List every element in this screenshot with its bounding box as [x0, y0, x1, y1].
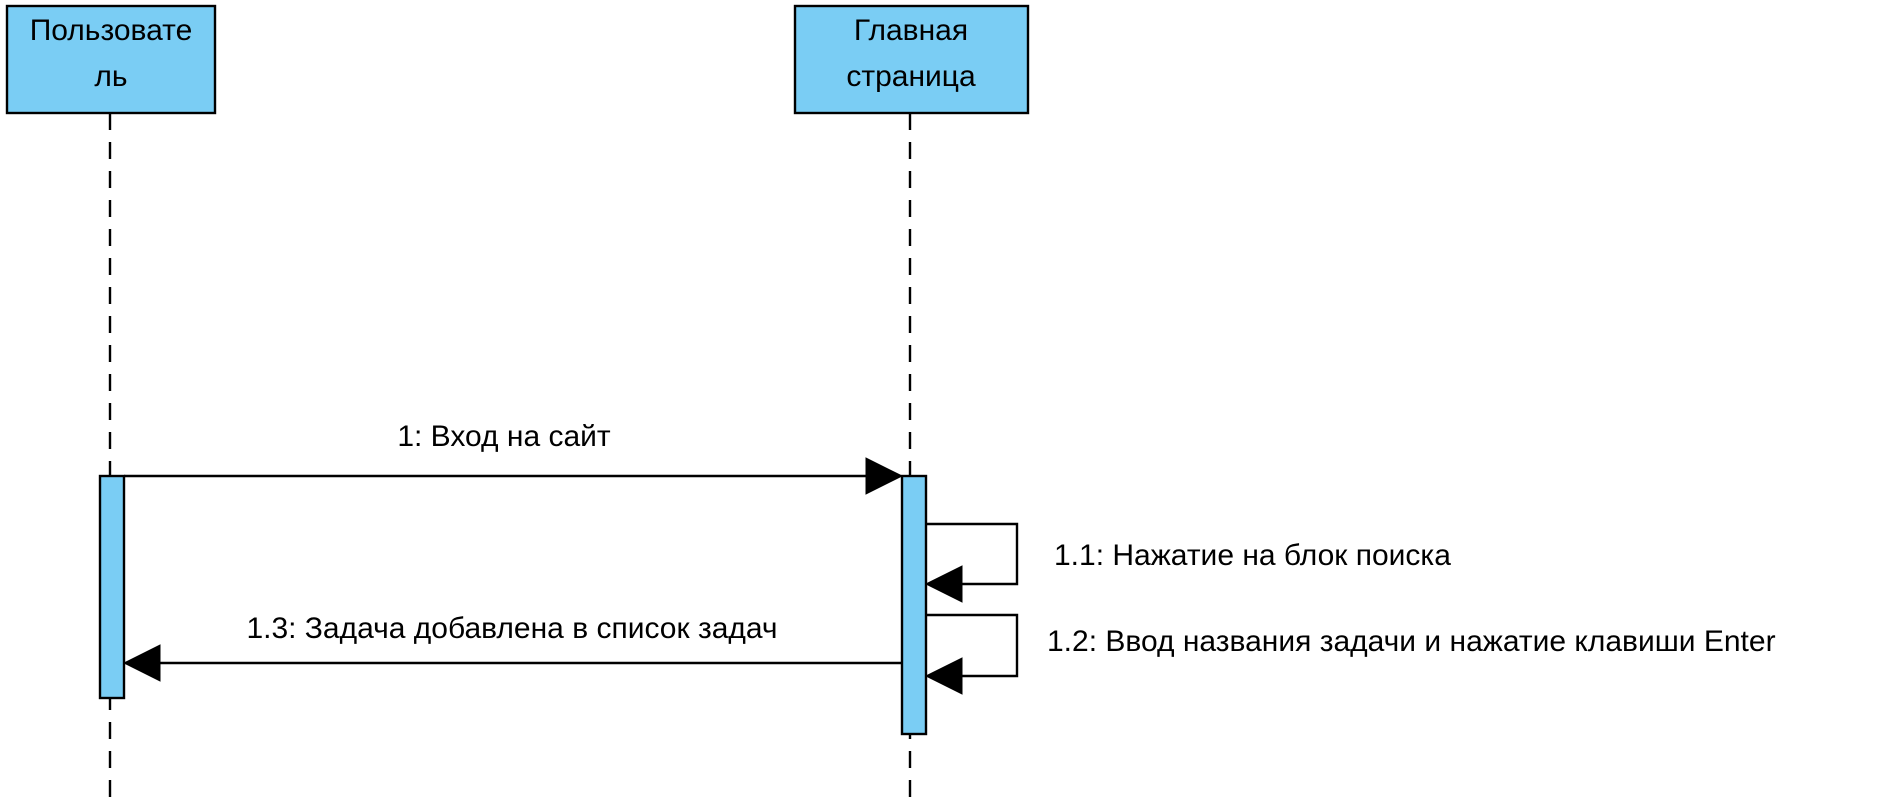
message-1-1-arrowhead	[924, 565, 963, 603]
message-1-2[interactable]: 1.2: Ввод названия задачи и нажатие клав…	[924, 613, 1776, 695]
message-1-1-line	[926, 522, 1019, 586]
message-1-2-line	[926, 613, 1019, 678]
message-1-2-label: 1.2: Ввод названия задачи и нажатие клав…	[1047, 625, 1776, 658]
participant-user[interactable]: Пользовате ль	[5, 4, 217, 115]
message-1-3[interactable]: 1.3: Задача добавлена в список задач	[122, 612, 902, 682]
participant-user-box	[5, 4, 217, 115]
participant-main-page[interactable]: Главная страница	[793, 4, 1030, 115]
participant-main-page-box	[793, 4, 1030, 115]
participant-main-page-label-line1: Главная	[854, 14, 968, 47]
message-1-3-label: 1.3: Задача добавлена в список задач	[246, 612, 777, 645]
message-1[interactable]: 1: Вход на сайт	[124, 420, 904, 495]
participant-main-page-label-line2: страница	[846, 60, 976, 93]
message-1-label: 1: Вход на сайт	[397, 420, 611, 453]
participant-user-label-line2: ль	[94, 60, 127, 93]
message-1-3-arrowhead	[122, 644, 161, 682]
message-1-1-label: 1.1: Нажатие на блок поиска	[1054, 539, 1451, 572]
message-1-arrowhead	[865, 457, 904, 495]
activation-main-page	[900, 474, 928, 736]
participant-user-label-line1: Пользовате	[30, 14, 193, 47]
message-1-1[interactable]: 1.1: Нажатие на блок поиска	[924, 522, 1451, 603]
activation-user	[98, 474, 126, 700]
message-1-2-arrowhead	[924, 657, 963, 695]
